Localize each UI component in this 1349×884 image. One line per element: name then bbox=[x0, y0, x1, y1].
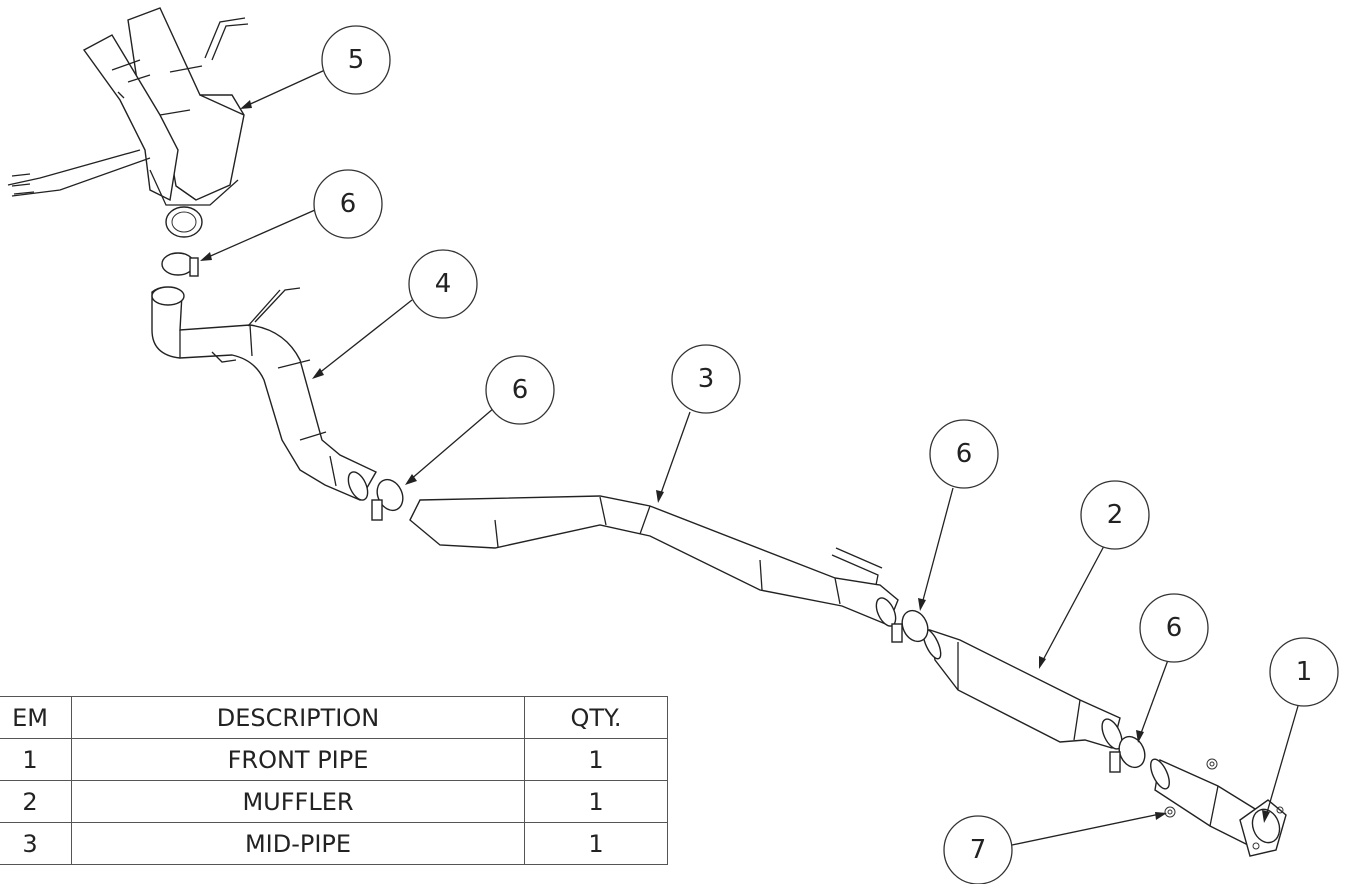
balloon-6-lower-number: 6 bbox=[1166, 613, 1183, 643]
balloon-7: 7 bbox=[943, 815, 1013, 884]
clamp-4 bbox=[1109, 735, 1146, 773]
balloon-3: 3 bbox=[671, 344, 741, 414]
bom-item-number: 1 bbox=[0, 738, 72, 781]
bom-description: FRONT PIPE bbox=[71, 738, 525, 781]
balloon-1: 1 bbox=[1269, 637, 1339, 707]
bom-item-number: 3 bbox=[0, 822, 72, 865]
clamp-3 bbox=[891, 609, 929, 643]
bom-header-qty: QTY. bbox=[524, 696, 668, 739]
balloon-6-lower: 6 bbox=[1139, 593, 1209, 663]
bom-header-row: EM DESCRIPTION QTY. bbox=[0, 696, 668, 739]
clamp-1 bbox=[161, 252, 199, 277]
part-2-muffler bbox=[922, 628, 1123, 750]
part-1-front-pipe bbox=[1150, 758, 1287, 857]
table-row: 1 FRONT PIPE 1 bbox=[0, 738, 668, 781]
balloon-2: 2 bbox=[1080, 480, 1150, 550]
table-row: 2 MUFFLER 1 bbox=[0, 780, 668, 823]
balloon-5-number: 5 bbox=[348, 45, 365, 75]
balloon-2-number: 2 bbox=[1107, 500, 1124, 530]
balloon-3-number: 3 bbox=[698, 364, 715, 394]
bom-item-number: 2 bbox=[0, 780, 72, 823]
clamp-2 bbox=[371, 478, 404, 521]
part-5-tailpipe-assembly bbox=[7, 7, 249, 238]
bom-description: MUFFLER bbox=[71, 780, 525, 823]
balloon-6-mid-number: 6 bbox=[512, 375, 529, 405]
balloon-1-number: 1 bbox=[1296, 657, 1313, 687]
bom-qty: 1 bbox=[524, 822, 668, 865]
bom-header-item: EM bbox=[0, 696, 72, 739]
bill-of-materials-table: EM DESCRIPTION QTY. 1 FRONT PIPE 1 2 MUF… bbox=[0, 696, 668, 865]
part-4-over-axle-pipe bbox=[151, 286, 377, 501]
table-row: 3 MID-PIPE 1 bbox=[0, 822, 668, 865]
balloon-5: 5 bbox=[321, 25, 391, 95]
balloon-6-top-number: 6 bbox=[340, 189, 357, 219]
balloon-6-right-number: 6 bbox=[956, 439, 973, 469]
bom-qty: 1 bbox=[524, 780, 668, 823]
balloon-6-right: 6 bbox=[929, 419, 999, 489]
leader-lines bbox=[200, 69, 1299, 846]
part-3-mid-pipe bbox=[409, 495, 899, 627]
bom-description: MID-PIPE bbox=[71, 822, 525, 865]
balloon-7-number: 7 bbox=[970, 835, 987, 865]
bom-qty: 1 bbox=[524, 738, 668, 781]
balloon-4-number: 4 bbox=[435, 269, 452, 299]
part-6-clamps bbox=[161, 252, 1146, 773]
part-7-washers bbox=[1164, 758, 1218, 818]
balloon-6-mid: 6 bbox=[485, 355, 555, 425]
balloon-4: 4 bbox=[408, 249, 478, 319]
bom-header-description: DESCRIPTION bbox=[71, 696, 525, 739]
balloon-6-top: 6 bbox=[313, 169, 383, 239]
